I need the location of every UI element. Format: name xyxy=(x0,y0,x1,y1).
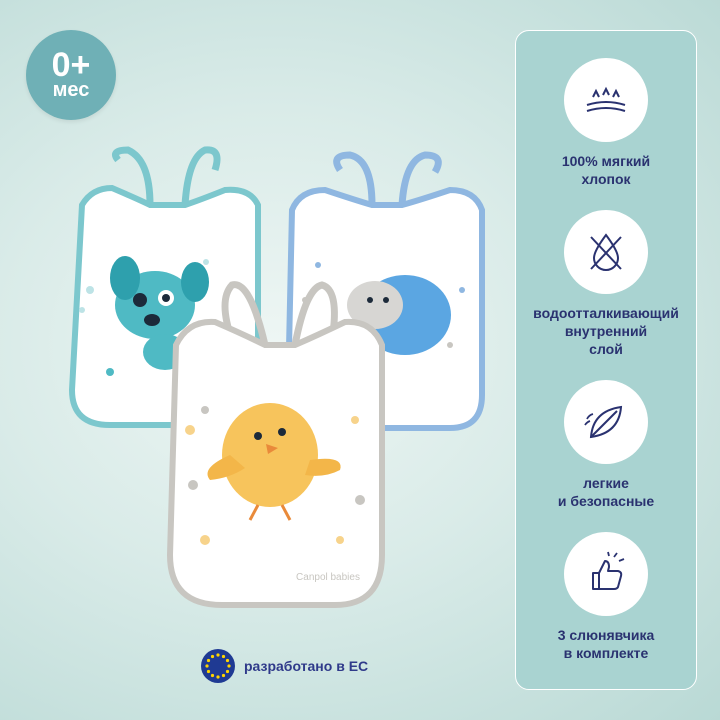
product-image: Canpol babies xyxy=(68,146,485,608)
feature-label: 3 слюнявчика в комплекте xyxy=(557,627,655,661)
eu-made-row: разработано в ЕС xyxy=(200,646,368,686)
leaf-icon xyxy=(584,405,623,439)
feature-icon-circle xyxy=(564,380,648,464)
feature-lightweight: легкие и безопасные xyxy=(516,380,696,510)
age-badge: 0+ мес xyxy=(26,30,116,120)
features-panel: 100% мягкий хлопок водоотталкивающий вну… xyxy=(515,30,697,690)
feature-label: водоотталкивающий внутренний слой xyxy=(533,305,679,357)
thumbs-up-icon xyxy=(592,551,625,590)
feature-water-repellent: водоотталкивающий внутренний слой xyxy=(516,210,696,358)
eu-flag-icon xyxy=(201,649,235,683)
water-repellent-icon xyxy=(590,233,622,271)
feature-icon-circle xyxy=(564,532,648,616)
brand-mark: Canpol babies xyxy=(296,572,360,583)
chick-bib: Canpol babies xyxy=(166,281,385,608)
age-unit: мес xyxy=(52,79,90,101)
feature-icon-circle xyxy=(564,210,648,294)
feature-icon-circle xyxy=(564,58,648,142)
feature-label: 100% мягкий хлопок xyxy=(561,153,651,187)
eu-label: разработано в ЕС xyxy=(244,658,369,674)
soft-cotton-icon xyxy=(586,86,626,112)
feature-label: легкие и безопасные xyxy=(557,475,655,509)
feature-soft-cotton: 100% мягкий хлопок xyxy=(516,58,696,188)
age-number: 0+ xyxy=(51,46,91,84)
feature-set-of-three: 3 слюнявчика в комплекте xyxy=(516,532,696,662)
